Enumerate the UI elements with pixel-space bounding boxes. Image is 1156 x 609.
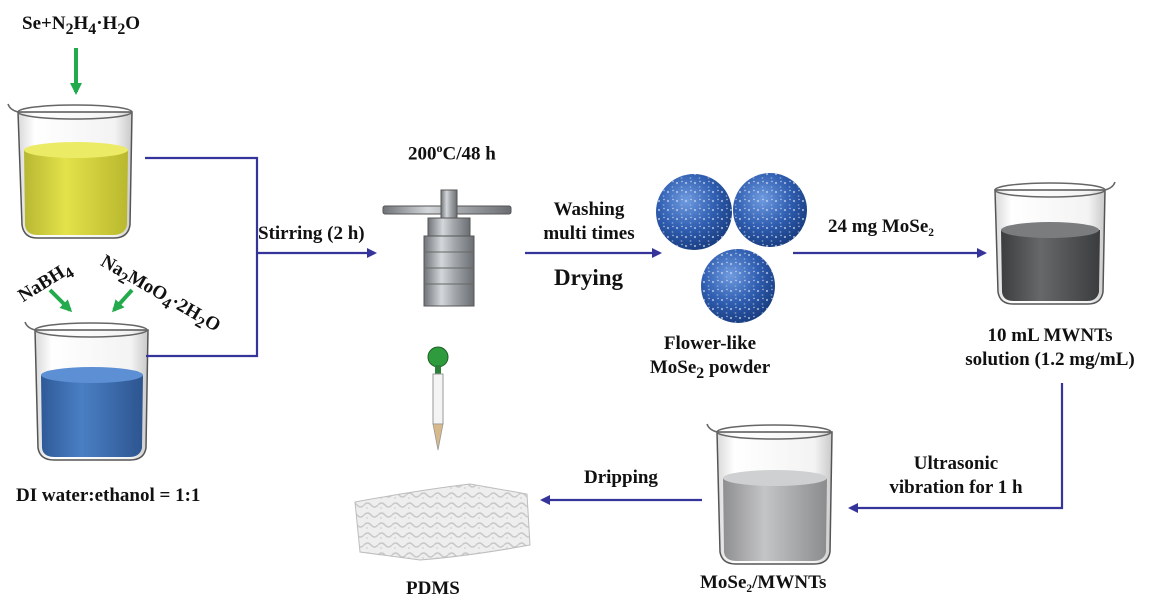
powder-label: Flower-like MoSe2 powder xyxy=(630,332,790,386)
ultrasonic-line1: Ultrasonic xyxy=(913,453,999,474)
washing-line2: multi times xyxy=(543,223,635,244)
composite-label: MoSe₂/MWNTs xyxy=(700,572,827,593)
powder-line1: Flower-like xyxy=(663,333,757,354)
dripping-label: Dripping xyxy=(584,467,658,488)
beaker-icon-light xyxy=(706,423,833,565)
ultrasonic-line2: vibration for 1 h xyxy=(889,477,1023,498)
mwnt-label: 10 mL MWNTs solution (1.2 mg/mL) xyxy=(955,324,1145,372)
stirring-label: Stirring (2 h) xyxy=(258,223,365,244)
drying-label: Drying xyxy=(554,265,623,290)
autoclave-icon xyxy=(382,189,512,307)
flower-powder-icon xyxy=(656,173,807,323)
mwnt-line2: solution (1.2 mg/mL) xyxy=(965,349,1135,370)
powder-line2: MoSe2 powder xyxy=(649,357,771,382)
ultrasonic-label: Ultrasonic vibration for 1 h xyxy=(866,452,1046,500)
mwnt-line1: 10 mL MWNTs xyxy=(987,325,1113,346)
beaker-icon-blue xyxy=(24,321,149,461)
washing-line1: Washing xyxy=(553,199,625,220)
pdms-label: PDMS xyxy=(406,578,460,599)
mass-label: 24 mg MoSe₂ xyxy=(828,216,934,237)
reagent-arrows xyxy=(48,48,134,313)
reagent-top-label: Se+N2H4·H2O xyxy=(22,13,141,38)
temperature-label: 200oC/48 h xyxy=(408,141,496,165)
solvent-label: DI water:ethanol = 1:1 xyxy=(16,485,201,506)
dropper-icon xyxy=(427,346,449,451)
process-flow-lines xyxy=(145,156,1064,513)
beaker-icon-dark xyxy=(994,181,1116,305)
washing-label: Washing multi times xyxy=(534,198,644,246)
beaker-icon-yellow xyxy=(7,103,133,239)
pdms-sponge-icon xyxy=(354,483,531,561)
